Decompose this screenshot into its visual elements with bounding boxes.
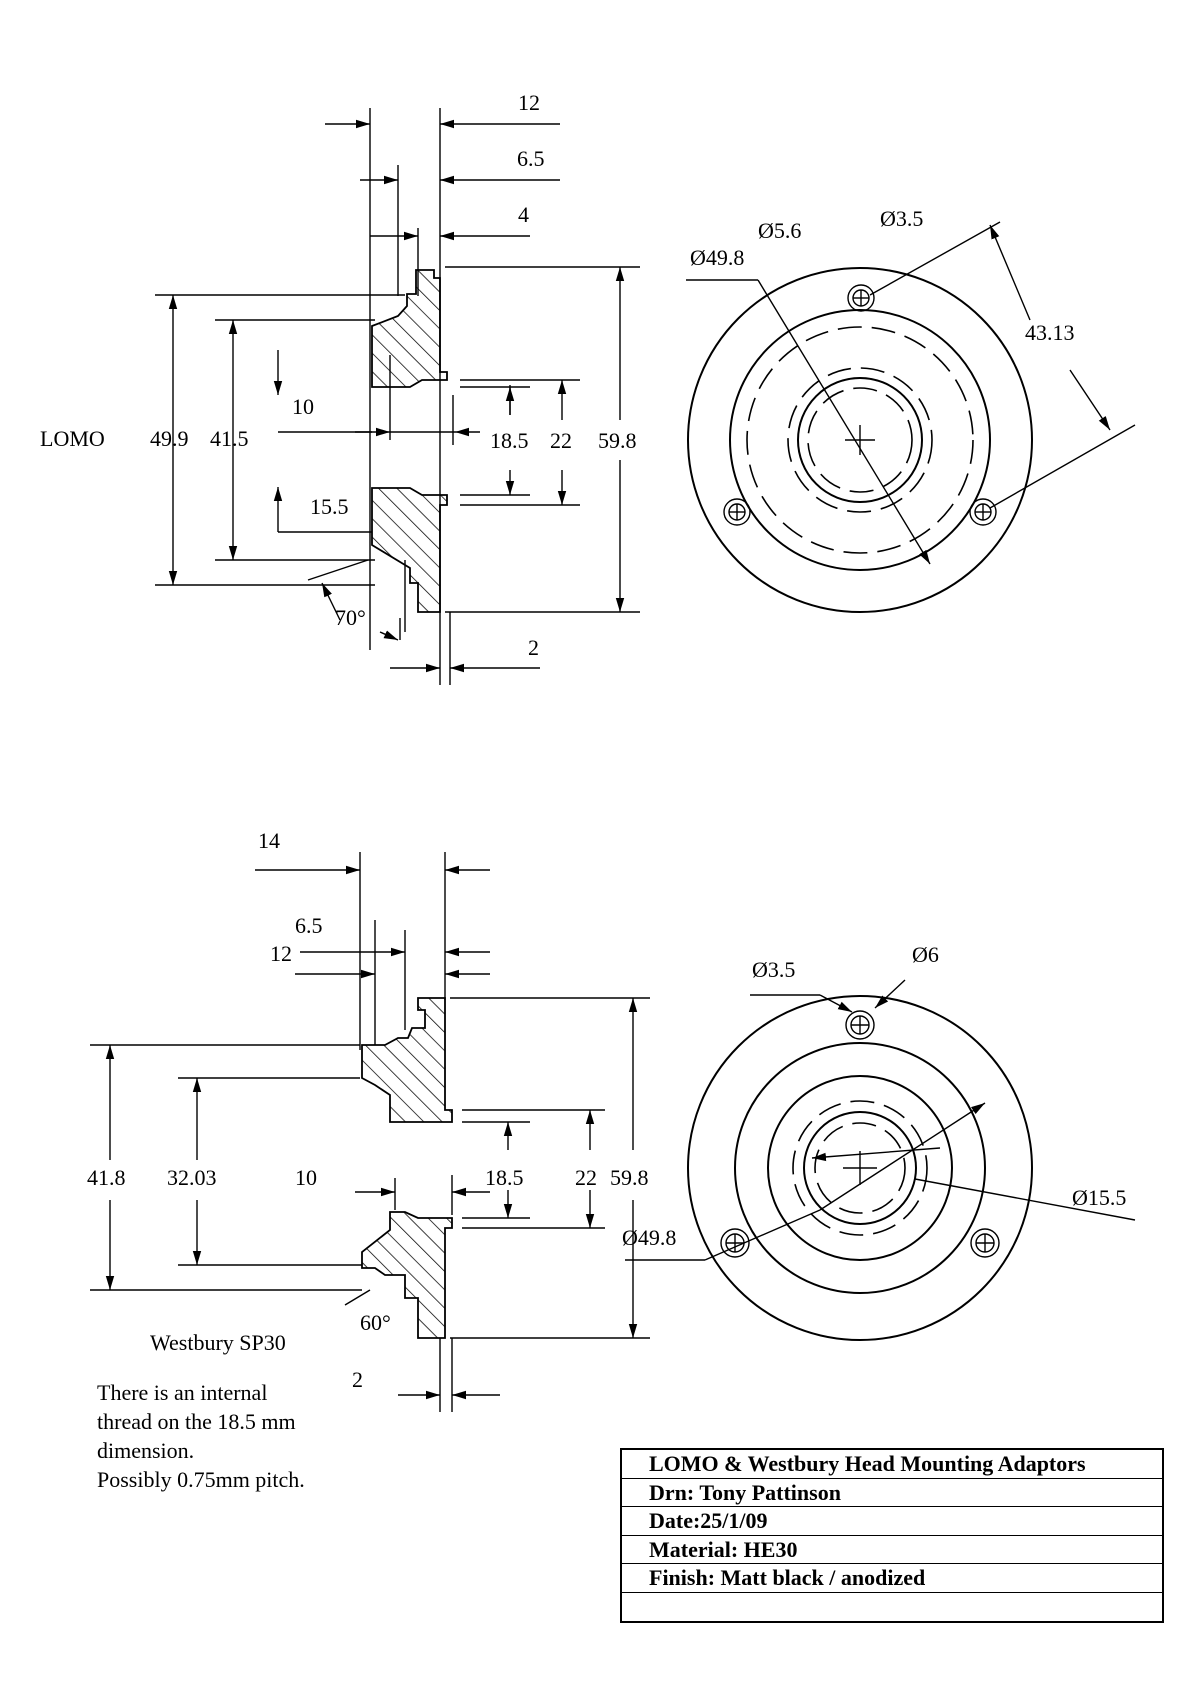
dia-6-label: Ø6 [912,942,939,967]
dim-4: 4 [518,202,529,227]
note-line: Possibly 0.75mm pitch. [97,1467,305,1492]
dia-49-8-label: Ø49.8 [622,1225,676,1250]
westbury-face-view: Ø3.5 Ø6 Ø15.5 Ø49.8 [622,942,1136,1341]
dia-3-5-label: Ø3.5 [752,957,795,982]
dim-2: 2 [352,1367,363,1392]
dim-59-8: 59.8 [598,428,637,453]
lomo-label: LOMO [40,426,105,451]
dim-15-5: 15.5 [310,494,349,519]
dim-12: 12 [270,941,292,966]
dim-18-5: 18.5 [490,428,529,453]
dim-22: 22 [550,428,572,453]
dia-49-8-label: Ø49.8 [690,245,744,270]
dim-10: 10 [292,394,314,419]
dim-angle-70: 70° [335,605,366,630]
westbury-section-view: 14 6.5 12 41.8 32.03 10 18.5 22 59.8 60°… [87,828,650,1412]
title-block-finish: Finish: Matt black / anodized [622,1564,1162,1593]
dim-6-5: 6.5 [295,913,323,938]
dim-18-5: 18.5 [485,1165,524,1190]
title-block: LOMO & Westbury Head Mounting Adaptors D… [620,1448,1164,1623]
lomo-section-view: LOMO 12 6.5 4 49.9 41.5 10 15.5 18.5 22 … [40,90,640,685]
dim-32-03: 32.03 [167,1165,217,1190]
title-block-material: Material: HE30 [622,1536,1162,1564]
note-line: thread on the 18.5 mm [97,1409,296,1434]
dia-5-6-label: Ø5.6 [758,218,801,243]
dim-10: 10 [295,1165,317,1190]
title-block-title: LOMO & Westbury Head Mounting Adaptors [622,1450,1162,1479]
dim-14: 14 [258,828,280,853]
westbury-label: Westbury SP30 [150,1330,286,1355]
title-block-blank-row [622,1593,1162,1622]
dim-22: 22 [575,1165,597,1190]
pcd-43-13-label: 43.13 [1025,320,1075,345]
dim-6-5: 6.5 [517,146,545,171]
dim-12: 12 [518,90,540,115]
dia-3-5-label: Ø3.5 [880,206,923,231]
dim-angle-60: 60° [360,1310,391,1335]
dia-15-5-label: Ø15.5 [1072,1185,1126,1210]
title-block-date: Date:25/1/09 [622,1507,1162,1536]
dim-59-8: 59.8 [610,1165,649,1190]
dim-41-5: 41.5 [210,426,249,451]
thread-note: There is an internal thread on the 18.5 … [97,1378,305,1494]
note-line: dimension. [97,1438,195,1463]
title-block-drawn: Drn: Tony Pattinson [622,1479,1162,1507]
dim-2: 2 [528,635,539,660]
lomo-face-view: Ø49.8 Ø5.6 Ø3.5 43.13 [686,206,1136,613]
dim-41-8: 41.8 [87,1165,126,1190]
note-line: There is an internal [97,1380,268,1405]
dim-49-9: 49.9 [150,426,189,451]
